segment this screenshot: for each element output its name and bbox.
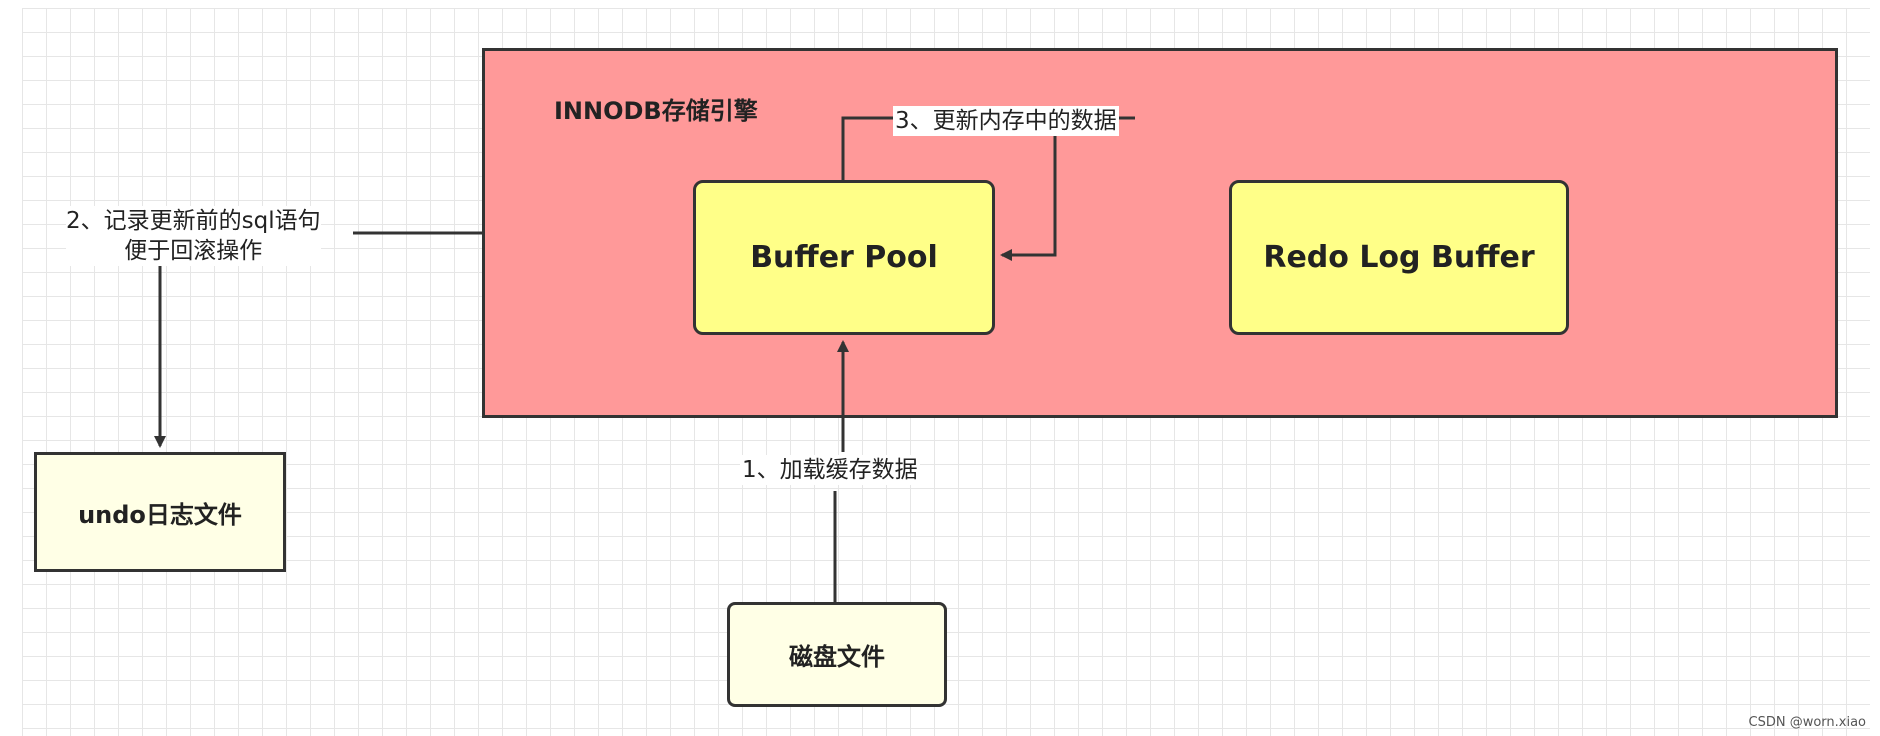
edge-label-record-sql-line2: 便于回滚操作 [124,238,263,264]
edge-label-load-cache: 1、加载缓存数据 [740,455,920,485]
redo-log-buffer-node: Redo Log Buffer [1229,180,1569,335]
edge-label-record-sql: 2、记录更新前的sql语句 便于回滚操作 [66,206,321,266]
edge-update-memory [841,116,1135,255]
edge-record-sql [160,231,482,446]
edge-label-record-sql-line1: 2、记录更新前的sql语句 [66,208,321,234]
undo-log-file-node: undo日志文件 [34,452,286,572]
innodb-title: INNODB存储引擎 [554,97,758,125]
disk-file-node: 磁盘文件 [727,602,947,707]
watermark: CSDN @worn.xiao [1748,715,1867,730]
edge-load-cache [835,342,843,602]
buffer-pool-node: Buffer Pool [693,180,995,335]
edge-label-update-memory: 3、更新内存中的数据 [893,106,1119,136]
